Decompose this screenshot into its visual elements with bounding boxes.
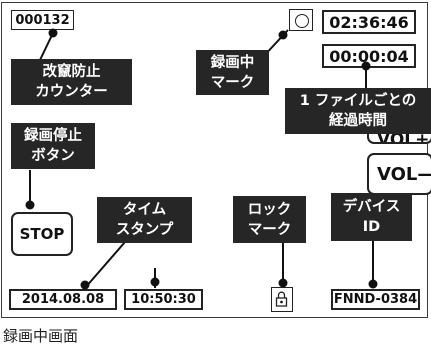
device-id-display: FNND-0384 [331,289,420,310]
callout-line-2: 経過時間 [329,113,387,129]
padlock-icon [275,291,288,307]
callout-line-2: マーク [247,221,292,238]
callout-timestamp: タイム スタンプ [97,197,192,243]
circle-icon [295,14,309,28]
stop-button[interactable]: STOP [11,212,73,256]
vol-minus-button[interactable]: VOL— [367,153,431,195]
elapsed-time-display: 00:00:04 [322,44,416,68]
vol-minus-label: VOL— [377,163,431,185]
callout-line-1: ロック [247,201,292,218]
callout-line-1: デバイス [342,199,401,215]
callout-line-1: 録画停止 [24,128,82,144]
tamper-counter-display: 000132 [11,10,74,30]
callout-lock-mark: ロック マーク [233,196,306,243]
lock-indicator [271,287,293,312]
callout-line-1: 録画中 [210,54,255,71]
callout-stop-button: 録画停止 ボタン [11,123,95,169]
callout-line-2: カウンター [35,84,108,100]
callout-tamper-counter: 改竄防止 カウンター [11,59,132,105]
callout-line-2: ID [362,219,381,235]
callout-line-2: ボタン [31,148,75,164]
time-display: 10:50:30 [124,289,203,310]
callout-recording-mark: 録画中 マーク [196,50,269,95]
clock-display: 02:36:46 [322,10,416,34]
callout-line-1: タイム [122,202,167,218]
callout-line-2: スタンプ [115,222,174,238]
figure-caption: 録画中画面 [3,327,79,345]
callout-elapsed-time: 1 ファイルごとの 経過時間 [285,88,431,134]
recording-indicator-icon [289,9,313,31]
callout-line-2: マーク [210,74,255,91]
callout-line-1: 改竄防止 [42,64,101,80]
callout-line-1: 1 ファイルごとの [299,93,417,109]
callout-device-id: デバイス ID [331,193,412,241]
date-display: 2014.08.08 [9,289,117,310]
